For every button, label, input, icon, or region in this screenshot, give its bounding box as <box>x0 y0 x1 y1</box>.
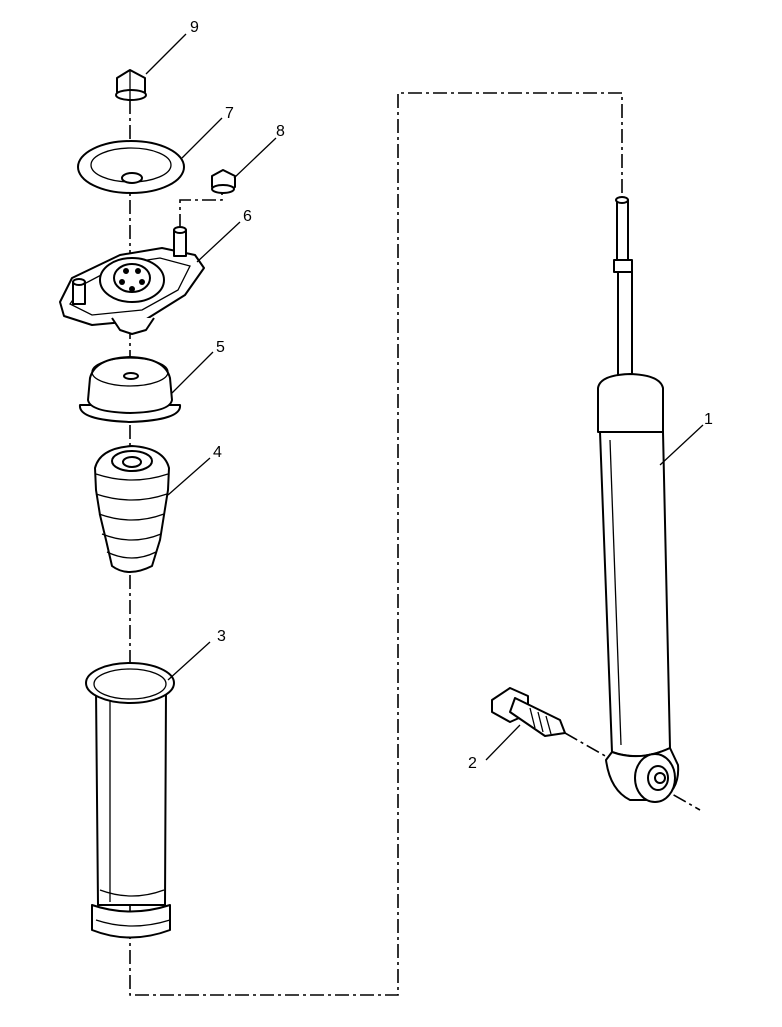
leader-line-9 <box>145 33 187 75</box>
callout-4: 4 <box>213 444 222 461</box>
part-5-upper-seat <box>79 356 181 423</box>
leader-line-7 <box>181 117 223 159</box>
callout-6: 6 <box>243 208 252 225</box>
leader-line-3 <box>167 641 211 681</box>
part-2-bolt <box>491 687 566 737</box>
part-9-top-nut <box>115 69 147 101</box>
part-4-bump-stop <box>94 445 170 573</box>
callout-1: 1 <box>704 411 713 428</box>
leader-line-2 <box>485 724 521 761</box>
stud-routing-line <box>179 190 223 228</box>
callout-9: 9 <box>190 19 199 36</box>
part-8-small-nut <box>211 169 236 194</box>
leader-line-5 <box>171 351 214 394</box>
leader-line-1 <box>659 424 704 466</box>
part-1-shock-absorber <box>597 196 680 803</box>
leader-line-8 <box>233 137 277 179</box>
part-3-dust-boot <box>85 662 175 939</box>
callout-2: 2 <box>468 755 477 772</box>
part-7-washer-plate <box>77 140 185 194</box>
leader-line-6 <box>196 221 241 263</box>
leader-line-4 <box>167 457 211 496</box>
assembly-routing-line <box>129 92 623 996</box>
callout-3: 3 <box>217 628 226 645</box>
callout-8: 8 <box>276 123 285 140</box>
callout-5: 5 <box>216 339 225 356</box>
callout-7: 7 <box>225 105 234 122</box>
part-6-strut-mount <box>59 226 205 335</box>
